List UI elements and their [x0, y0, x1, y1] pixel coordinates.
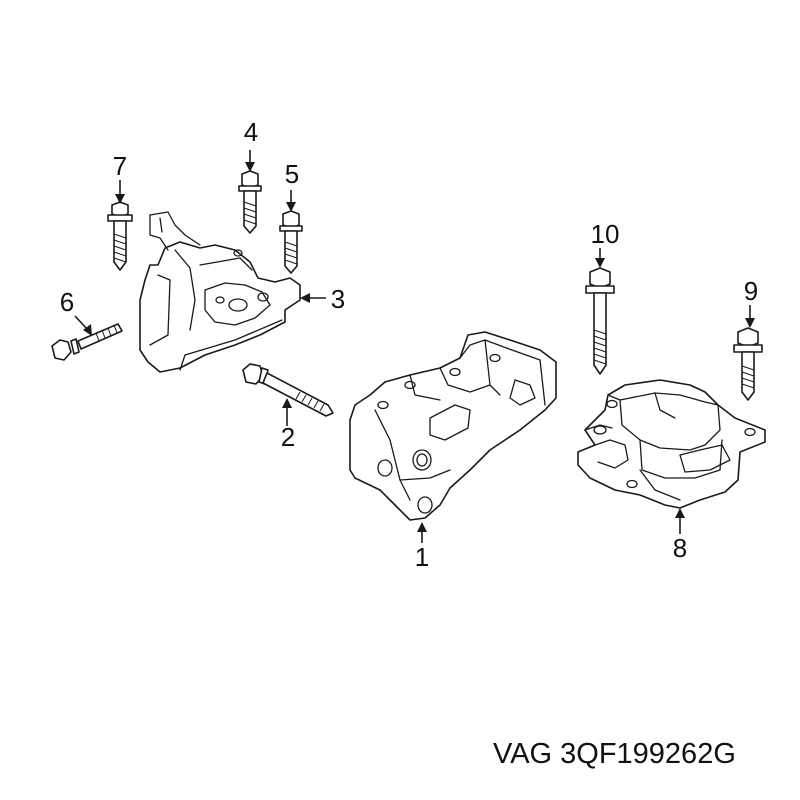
- callout-2: 2: [281, 422, 295, 452]
- callout-4: 4: [244, 117, 258, 147]
- callout-9: 9: [744, 276, 758, 306]
- bolt-6: [51, 323, 123, 361]
- bolt-4: [238, 170, 262, 234]
- bolt-5: [279, 210, 303, 274]
- callout-10: 10: [591, 219, 620, 249]
- callout-3: 3: [331, 284, 345, 314]
- callout-8: 8: [673, 533, 687, 563]
- bolt-10: [585, 267, 615, 375]
- bolt-7: [107, 201, 133, 271]
- bolt-2: [242, 363, 334, 417]
- callout-5: 5: [285, 159, 299, 189]
- bolt-9: [733, 327, 763, 401]
- part-number-label: VAG 3QF199262G: [493, 738, 736, 770]
- engine-mount-part-3: [139, 211, 301, 373]
- transmission-mount-part-8: [577, 379, 766, 509]
- callout-1: 1: [415, 542, 429, 572]
- leader-lines: [74, 150, 755, 543]
- callout-6: 6: [60, 287, 74, 317]
- callout-7: 7: [113, 151, 127, 181]
- bracket-part-1: [349, 331, 557, 521]
